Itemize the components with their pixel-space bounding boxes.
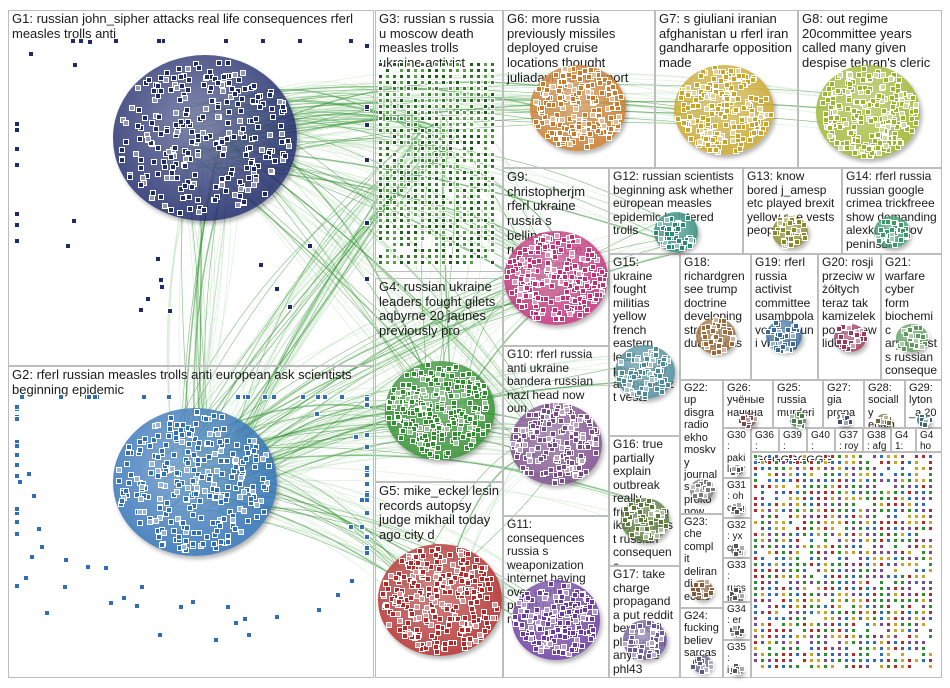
- group-label-g9: G9: christopherjm rferl ukraine russia s…: [507, 170, 605, 273]
- group-panel-g26: G26: учёные начина: [723, 380, 773, 428]
- group-label-g15: G15: ukraine fought militias yellow fren…: [613, 256, 676, 405]
- group-panel-g13: G13: know bored j_amesp etc played brexi…: [743, 168, 842, 254]
- group-label-g39: G39: clos: [783, 430, 803, 452]
- group-label-g5: G5: mike_eckel lesin records autopsy jud…: [379, 484, 499, 543]
- group-label-g3: G3: russian s russia u moscow death meas…: [379, 12, 499, 71]
- group-label-g8: G8: out regime 20committee years called …: [802, 12, 938, 71]
- group-panel-g38: G38: afg: [863, 428, 891, 452]
- group-panel-g20: G20: rosji przeciw w żółtych teraz tak k…: [818, 254, 881, 380]
- group-label-gmisc: GGGGGGGGG: [755, 454, 938, 466]
- group-label-g16: G16: true partially explain outbreak rea…: [613, 438, 676, 566]
- group-label-g27: G27: gia propa: [827, 382, 860, 419]
- group-panel-gmisc: GGGGGGGGG: [751, 452, 942, 678]
- group-panel-g22: G22: up disgra radio ekho moskvy journal…: [680, 380, 723, 514]
- group-panel-g21: G21: warfare cyber form biochemic aryare…: [881, 254, 942, 380]
- group-label-g29: G29: lyton_a 20: [909, 382, 938, 419]
- group-label-g30: G30: paki lawr: [727, 430, 747, 475]
- group-panel-g41: G41: rfer: [891, 428, 916, 452]
- group-label-g41: G41: rfer: [895, 430, 912, 452]
- group-label-g24: G24: fucking believ sarcas: [684, 610, 719, 660]
- group-label-g13: G13: know bored j_amesp etc played brexi…: [747, 170, 838, 238]
- group-label-g37: G37: roy: [839, 430, 859, 452]
- group-label-g6: G6: more russia previously missiles depl…: [507, 12, 651, 85]
- group-panel-g25: G25: russia murderi: [773, 380, 823, 428]
- group-label-g38: G38: afg: [867, 430, 887, 452]
- group-panel-g31: G31: oh com: [723, 478, 751, 518]
- group-panel-g36: G36: styx: [751, 428, 779, 452]
- group-label-g7: G7: s giuliani iranian afghanistan u rfe…: [659, 12, 794, 71]
- group-label-g25: G25: russia murderi: [777, 382, 819, 419]
- group-label-g12: G12: russian scientists beginning ask wh…: [613, 170, 739, 238]
- group-label-g2: G2: rferl russian measles trolls anti eu…: [12, 368, 370, 397]
- group-label-g20: G20: rosji przeciw w żółtych teraz tak k…: [822, 256, 877, 351]
- group-label-g34: G34: er: [727, 604, 747, 627]
- group-panel-g18: G18: richardgren see trump doctrine deve…: [680, 254, 751, 380]
- group-panel-g24: G24: fucking believ sarcas: [680, 608, 723, 678]
- group-panel-g40: G40: hun: [807, 428, 835, 452]
- group-label-g31: G31: oh com: [727, 480, 747, 514]
- group-panel-g35: G35: inte one: [723, 640, 751, 678]
- group-panel-g28: G28: socially engin: [864, 380, 905, 428]
- group-panel-g39: G39: clos: [779, 428, 807, 452]
- group-label-g42: G4 ho: [920, 430, 938, 452]
- group-label-g1: G1: russian john_sipher attacks real lif…: [12, 12, 370, 41]
- group-panel-g6: G6: more russia previously missiles depl…: [503, 10, 655, 168]
- group-label-g35: G35: inte one: [727, 642, 747, 678]
- group-label-g18: G18: richardgren see trump doctrine deve…: [684, 256, 747, 351]
- group-label-g11: G11: consequences russia s weaponization…: [507, 518, 605, 626]
- group-label-g19: G19: rferl russia activist committee usa…: [755, 256, 814, 351]
- group-panel-g8: G8: out regime 20committee years called …: [798, 10, 942, 168]
- group-panel-g1: G1: russian john_sipher attacks real lif…: [8, 10, 374, 366]
- group-panel-g12: G12: russian scientists beginning ask wh…: [609, 168, 743, 254]
- group-panel-g3: G3: russian s russia u moscow death meas…: [375, 10, 503, 272]
- group-label-g21: G21: warfare cyber form biochemic aryare…: [885, 256, 938, 378]
- group-panel-g19: G19: rferl russia activist committee usa…: [751, 254, 818, 380]
- group-label-g17: G17: take charge propaganda put reddit b…: [613, 568, 676, 676]
- group-panel-g17: G17: take charge propaganda put reddit b…: [609, 566, 680, 678]
- group-panel-g27: G27: gia propa: [823, 380, 864, 428]
- group-panel-g15: G15: ukraine fought militias yellow fren…: [609, 254, 680, 436]
- group-label-g10: G10: rferl russia anti ukraine bandera r…: [507, 348, 605, 416]
- group-panel-g16: G16: true partially explain outbreak rea…: [609, 436, 680, 566]
- group-panel-g5: G5: mike_eckel lesin records autopsy jud…: [375, 482, 503, 678]
- group-label-g14: G14: rferl russia russian google crimea …: [846, 170, 938, 251]
- group-label-g32: G32: ух суд: [727, 520, 747, 554]
- group-panel-g10: G10: rferl russia anti ukraine bandera r…: [503, 346, 609, 516]
- group-panel-g32: G32: ух суд: [723, 518, 751, 558]
- group-panel-g37: G37: roy: [835, 428, 863, 452]
- group-label-g40: G40: hun: [811, 430, 831, 452]
- group-panel-g30: G30: paki lawr: [723, 428, 751, 478]
- group-panel-g7: G7: s giuliani iranian afghanistan u rfe…: [655, 10, 798, 168]
- group-label-g36: G36: styx: [755, 430, 775, 452]
- group-panel-g23: G23: che compl it deliran di ecolo: [680, 514, 723, 608]
- group-panel-g42: G4 ho: [916, 428, 942, 452]
- group-label-g23: G23: che compl it deliran di ecolo: [684, 516, 719, 603]
- group-panel-g11: G11: consequences russia s weaponization…: [503, 516, 609, 678]
- group-label-g22: G22: up disgra radio ekho moskvy journal…: [684, 382, 719, 514]
- group-label-g33: G33: russ troll: [727, 560, 747, 602]
- group-panel-g34: G34: er: [723, 602, 751, 640]
- group-panel-g4: G4: russian ukraine leaders fought gilet…: [375, 278, 503, 482]
- group-panel-g33: G33: russ troll: [723, 558, 751, 602]
- group-panel-g9: G9: christopherjm rferl ukraine russia s…: [503, 168, 609, 346]
- group-panel-g29: G29: lyton_a 20: [905, 380, 942, 428]
- group-panel-g2: G2: rferl russian measles trolls anti eu…: [8, 366, 374, 678]
- group-label-g28: G28: socially engin: [868, 382, 901, 428]
- group-label-g4: G4: russian ukraine leaders fought gilet…: [379, 280, 499, 339]
- group-label-g26: G26: учёные начина: [727, 382, 769, 419]
- group-panel-g14: G14: rferl russia russian google crimea …: [842, 168, 942, 254]
